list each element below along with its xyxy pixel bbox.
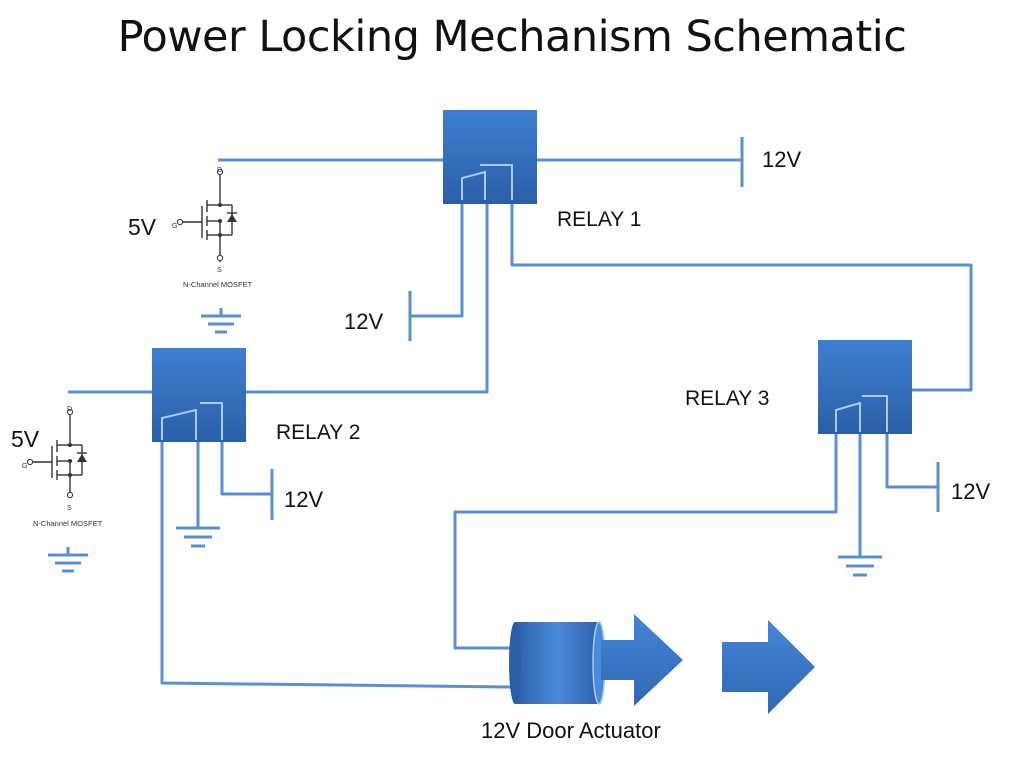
gate-voltage-mosfet2: 5V [11,426,40,452]
wire-relay3-actuator [453,432,838,650]
relay-2-label: RELAY 2 [276,421,360,444]
mosfet1-source-label: S [217,267,222,274]
relay-1 [443,110,537,204]
wire-relay2-12v [220,440,272,496]
wire-relay1-left-12v [410,200,464,318]
arrow-right-icon [601,614,683,706]
mosfet2-source-label: S [67,505,72,512]
ground-icon [48,547,88,573]
wire-relay1-relay2 [245,200,489,394]
relay-1-label: RELAY 1 [557,208,641,231]
relay-3 [818,340,912,434]
mosfet1-name: N-Channel MOSFET [183,280,253,289]
voltage-label-relay3: 12V [951,479,990,504]
ground-icon [201,308,241,334]
actuator-label: 12V Door Actuator [481,718,661,743]
gate-voltage-mosfet1: 5V [128,214,157,240]
ground-icon [838,555,882,577]
arrow-right-icon [722,620,815,714]
relay-2 [152,348,246,442]
wires [68,158,973,689]
mosfet2-drain-label: D [67,406,72,413]
wire-relay3-12v [885,432,938,489]
mosfet1-gate-label: G [172,223,177,230]
mosfet-icon [26,408,87,499]
supply-terminals [270,137,940,520]
diagram-title: Power Locking Mechanism Schematic [117,12,907,62]
door-actuator [509,614,683,706]
wire-relay2-actuator [160,440,513,689]
mosfet2-name: N-Channel MOSFET [33,519,103,528]
mosfet1-drain-label: D [217,167,222,174]
wire-relay1-relay3 [510,200,973,392]
mosfet-icon [176,168,237,262]
ground-icon [176,526,220,548]
voltage-label-relay1-supply: 12V [762,147,801,172]
mosfet2-gate-label: G [22,463,27,470]
voltage-label-relay2: 12V [284,487,323,512]
voltage-label-relay1-coil: 12V [344,309,383,334]
relay-3-label: RELAY 3 [685,387,769,410]
